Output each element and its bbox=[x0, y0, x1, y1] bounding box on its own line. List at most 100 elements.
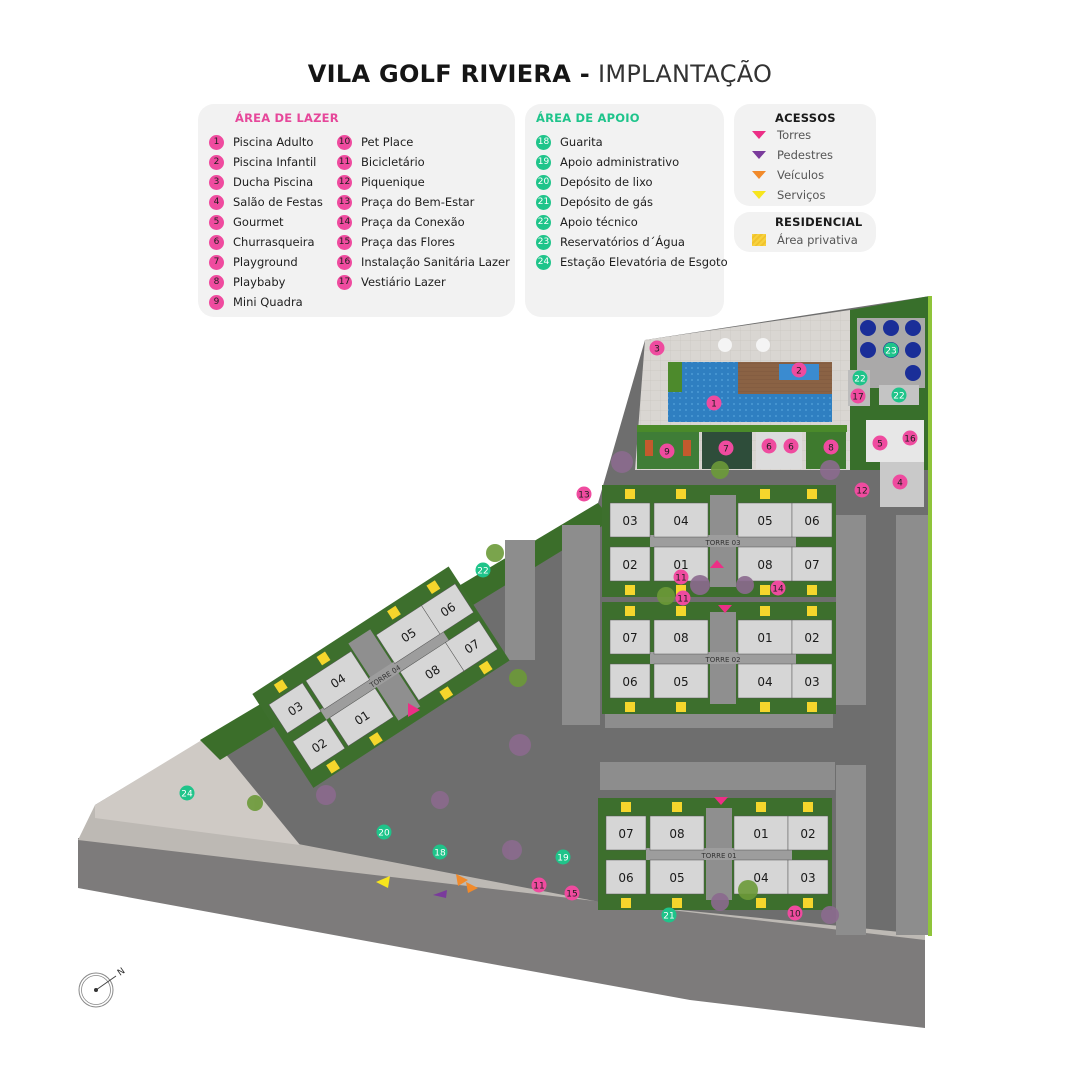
north-compass-icon: N bbox=[78, 966, 127, 1008]
legend-apoio-heading: ÁREA DE APOIO bbox=[536, 111, 640, 125]
legend-label: Ducha Piscina bbox=[233, 175, 314, 189]
legend-label: Piquenique bbox=[361, 175, 425, 189]
triangle-arrow-icon bbox=[752, 151, 766, 159]
legend-item-24: 24 Estação Elevatória de Esgoto bbox=[536, 252, 728, 272]
svg-text:07: 07 bbox=[622, 631, 637, 645]
svg-text:24: 24 bbox=[181, 789, 193, 799]
marker-7: 7 bbox=[718, 440, 734, 456]
number-badge-icon: 13 bbox=[337, 194, 352, 210]
number-badge-icon: 23 bbox=[536, 234, 551, 250]
legend-label: Pet Place bbox=[361, 135, 414, 149]
svg-text:3: 3 bbox=[654, 344, 660, 354]
legend-label: Apoio técnico bbox=[560, 215, 638, 229]
svg-text:01: 01 bbox=[757, 631, 772, 645]
svg-text:06: 06 bbox=[618, 871, 633, 885]
svg-text:8: 8 bbox=[828, 443, 834, 453]
number-badge-icon: 15 bbox=[337, 234, 352, 250]
legend-label: Estação Elevatória de Esgoto bbox=[560, 255, 728, 269]
svg-text:02: 02 bbox=[804, 631, 819, 645]
svg-text:17: 17 bbox=[852, 392, 863, 402]
svg-text:19: 19 bbox=[557, 853, 569, 863]
svg-text:06: 06 bbox=[438, 600, 458, 620]
svg-text:06: 06 bbox=[804, 514, 819, 528]
triangle-arrow-icon bbox=[752, 171, 766, 179]
number-badge-icon: 5 bbox=[209, 214, 224, 230]
number-badge-icon: 14 bbox=[337, 214, 352, 230]
svg-text:04: 04 bbox=[757, 675, 772, 689]
svg-text:13: 13 bbox=[578, 490, 589, 500]
marker-15: 15 bbox=[564, 885, 580, 901]
svg-text:03: 03 bbox=[804, 675, 819, 689]
number-badge-icon: 2 bbox=[209, 154, 224, 170]
svg-text:03: 03 bbox=[285, 699, 305, 719]
legend-label: Torres bbox=[777, 128, 812, 142]
svg-text:18: 18 bbox=[434, 848, 446, 858]
legend-residencial-item: Área privativa bbox=[734, 230, 858, 250]
marker-9: 9 bbox=[659, 443, 675, 459]
page-title: VILA GOLF RIVIERA - IMPLANTAÇÃO bbox=[0, 60, 1080, 88]
legend-item-16: 16 Instalação Sanitária Lazer bbox=[337, 252, 510, 272]
svg-text:11: 11 bbox=[533, 881, 544, 891]
svg-text:15: 15 bbox=[566, 889, 577, 899]
legend-label: Depósito de lixo bbox=[560, 175, 653, 189]
svg-text:TORRE 02: TORRE 02 bbox=[704, 656, 740, 664]
svg-text:N: N bbox=[116, 966, 127, 978]
triangle-arrow-icon bbox=[752, 131, 766, 139]
legend-label: Instalação Sanitária Lazer bbox=[361, 255, 510, 269]
number-badge-icon: 21 bbox=[536, 194, 551, 210]
legend-label: Apoio administrativo bbox=[560, 155, 680, 169]
marker-11: 11 bbox=[673, 569, 689, 585]
pedestrian-access-arrow-icon bbox=[433, 890, 447, 898]
marker-11: 11 bbox=[531, 877, 547, 893]
number-badge-icon: 1 bbox=[209, 134, 224, 150]
marker-18: 18 bbox=[432, 844, 448, 860]
vehicle-access-arrow-icon bbox=[456, 874, 468, 886]
legend-label: Depósito de gás bbox=[560, 195, 654, 209]
hatch-swatch-icon bbox=[752, 234, 766, 246]
svg-text:01: 01 bbox=[753, 827, 768, 841]
number-badge-icon: 16 bbox=[337, 254, 352, 270]
marker-6: 6 bbox=[783, 438, 799, 454]
legend-residencial-heading: RESIDENCIAL bbox=[775, 215, 863, 229]
legend-label: Reservatórios d´Água bbox=[560, 235, 685, 249]
svg-text:08: 08 bbox=[757, 558, 772, 572]
legend-residencial-panel: RESIDENCIAL Área privativa bbox=[734, 212, 876, 252]
svg-text:11: 11 bbox=[675, 573, 686, 583]
svg-text:04: 04 bbox=[753, 871, 768, 885]
number-badge-icon: 17 bbox=[337, 274, 352, 290]
marker-24: 24 bbox=[179, 785, 195, 801]
marker-5: 5 bbox=[872, 435, 888, 451]
marker-4: 4 bbox=[892, 474, 908, 490]
number-badge-icon: 6 bbox=[209, 234, 224, 250]
legend-label: Guarita bbox=[560, 135, 603, 149]
number-badge-icon: 24 bbox=[536, 254, 551, 270]
svg-text:04: 04 bbox=[673, 514, 688, 528]
number-badge-icon: 18 bbox=[536, 134, 551, 150]
number-badge-icon: 20 bbox=[536, 174, 551, 190]
number-badge-icon: 9 bbox=[209, 294, 224, 310]
svg-text:12: 12 bbox=[856, 486, 867, 496]
parking-right bbox=[836, 296, 932, 936]
legend-label: Bicicletário bbox=[361, 155, 425, 169]
number-badge-icon: 8 bbox=[209, 274, 224, 290]
legend-label: Pedestres bbox=[777, 148, 834, 162]
marker-14: 14 bbox=[770, 580, 786, 596]
svg-text:07: 07 bbox=[804, 558, 819, 572]
title-project-name: VILA GOLF RIVIERA - bbox=[307, 60, 591, 88]
svg-text:22: 22 bbox=[854, 374, 865, 384]
